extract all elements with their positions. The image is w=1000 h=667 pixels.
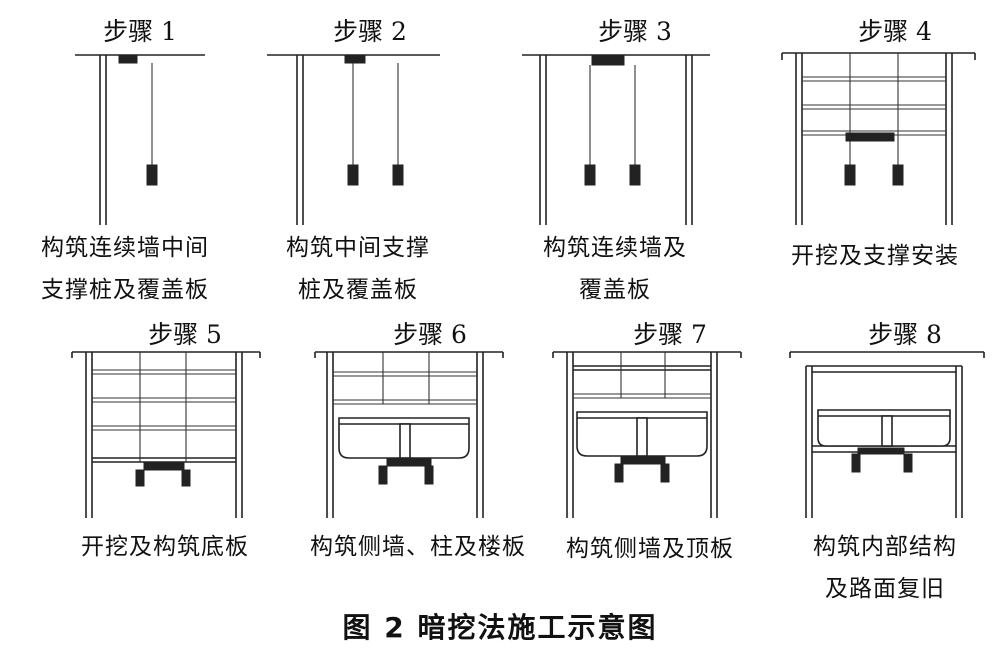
step-1-caption-line-1: 构筑连续墙中间 xyxy=(41,235,209,261)
step-2-caption-line-2: 桩及覆盖板 xyxy=(298,277,418,303)
step-3-caption: 构筑连续墙及 覆盖板 xyxy=(490,227,740,311)
step-6-caption-line-1: 构筑侧墙、柱及楼板 xyxy=(310,534,526,560)
step-6-title: 步骤 6 xyxy=(393,320,467,349)
step-5-diagram xyxy=(71,351,261,518)
step-4-title: 步骤 4 xyxy=(858,17,932,46)
step-4-diagram xyxy=(781,52,976,225)
step-4-caption-line-1: 开挖及支撑安装 xyxy=(791,243,959,269)
step-7-panel: 步骤 7 构筑侧墙及顶板 xyxy=(545,318,795,628)
step-2-caption: 构筑中间支撑 桩及覆盖板 xyxy=(233,227,483,311)
step-4-caption: 开挖及支撑安装 xyxy=(750,235,1000,277)
step-8-title: 步骤 8 xyxy=(868,320,942,349)
step-4-panel: 步骤 4 开挖及支撑安装 xyxy=(770,15,1000,325)
figure-title: 图 2 暗挖法施工示意图 xyxy=(342,611,658,644)
step-8-diagram xyxy=(789,351,985,518)
step-7-diagram xyxy=(552,351,742,518)
step-2-title: 步骤 2 xyxy=(333,17,407,46)
step-5-caption-line-1: 开挖及构筑底板 xyxy=(81,534,249,560)
step-3-caption-line-2: 覆盖板 xyxy=(579,277,651,303)
step-7-title: 步骤 7 xyxy=(633,320,707,349)
step-6-diagram xyxy=(314,351,504,518)
step-8-caption: 构筑内部结构 及路面复旧 xyxy=(760,526,1000,610)
step-3-panel: 步骤 3 构筑连续墙及 覆盖板 xyxy=(510,15,760,325)
step-3-diagram xyxy=(522,54,710,225)
step-1-diagram xyxy=(75,54,205,225)
step-1-panel: 步骤 1 构筑连续墙中间 支撑桩及覆盖板 xyxy=(15,15,265,325)
step-6-caption: 构筑侧墙、柱及楼板 xyxy=(293,526,543,568)
step-5-panel: 步骤 5 开挖及构筑底板 xyxy=(60,318,310,628)
step-3-title: 步骤 3 xyxy=(598,17,672,46)
step-7-caption: 构筑侧墙及顶板 xyxy=(525,528,775,570)
step-1-caption: 构筑连续墙中间 支撑桩及覆盖板 xyxy=(0,227,250,311)
step-1-title: 步骤 1 xyxy=(103,17,177,46)
step-3-caption-line-1: 构筑连续墙及 xyxy=(543,235,687,261)
step-2-panel: 步骤 2 构筑中间支撑 桩及覆盖板 xyxy=(245,15,495,325)
step-1-caption-line-2: 支撑桩及覆盖板 xyxy=(41,277,209,303)
step-5-title: 步骤 5 xyxy=(148,320,222,349)
step-2-caption-line-1: 构筑中间支撑 xyxy=(286,235,430,261)
step-7-caption-line-1: 构筑侧墙及顶板 xyxy=(566,536,734,562)
step-2-diagram xyxy=(267,54,440,225)
step-6-panel: 步骤 6 构筑侧墙、柱及楼板 xyxy=(305,318,555,628)
step-5-caption: 开挖及构筑底板 xyxy=(40,526,290,568)
step-8-caption-line-1: 构筑内部结构 xyxy=(813,534,957,560)
step-8-caption-line-2: 及路面复旧 xyxy=(825,576,945,602)
step-8-panel: 步骤 8 构筑内部结构 及路面复旧 xyxy=(780,318,1000,628)
